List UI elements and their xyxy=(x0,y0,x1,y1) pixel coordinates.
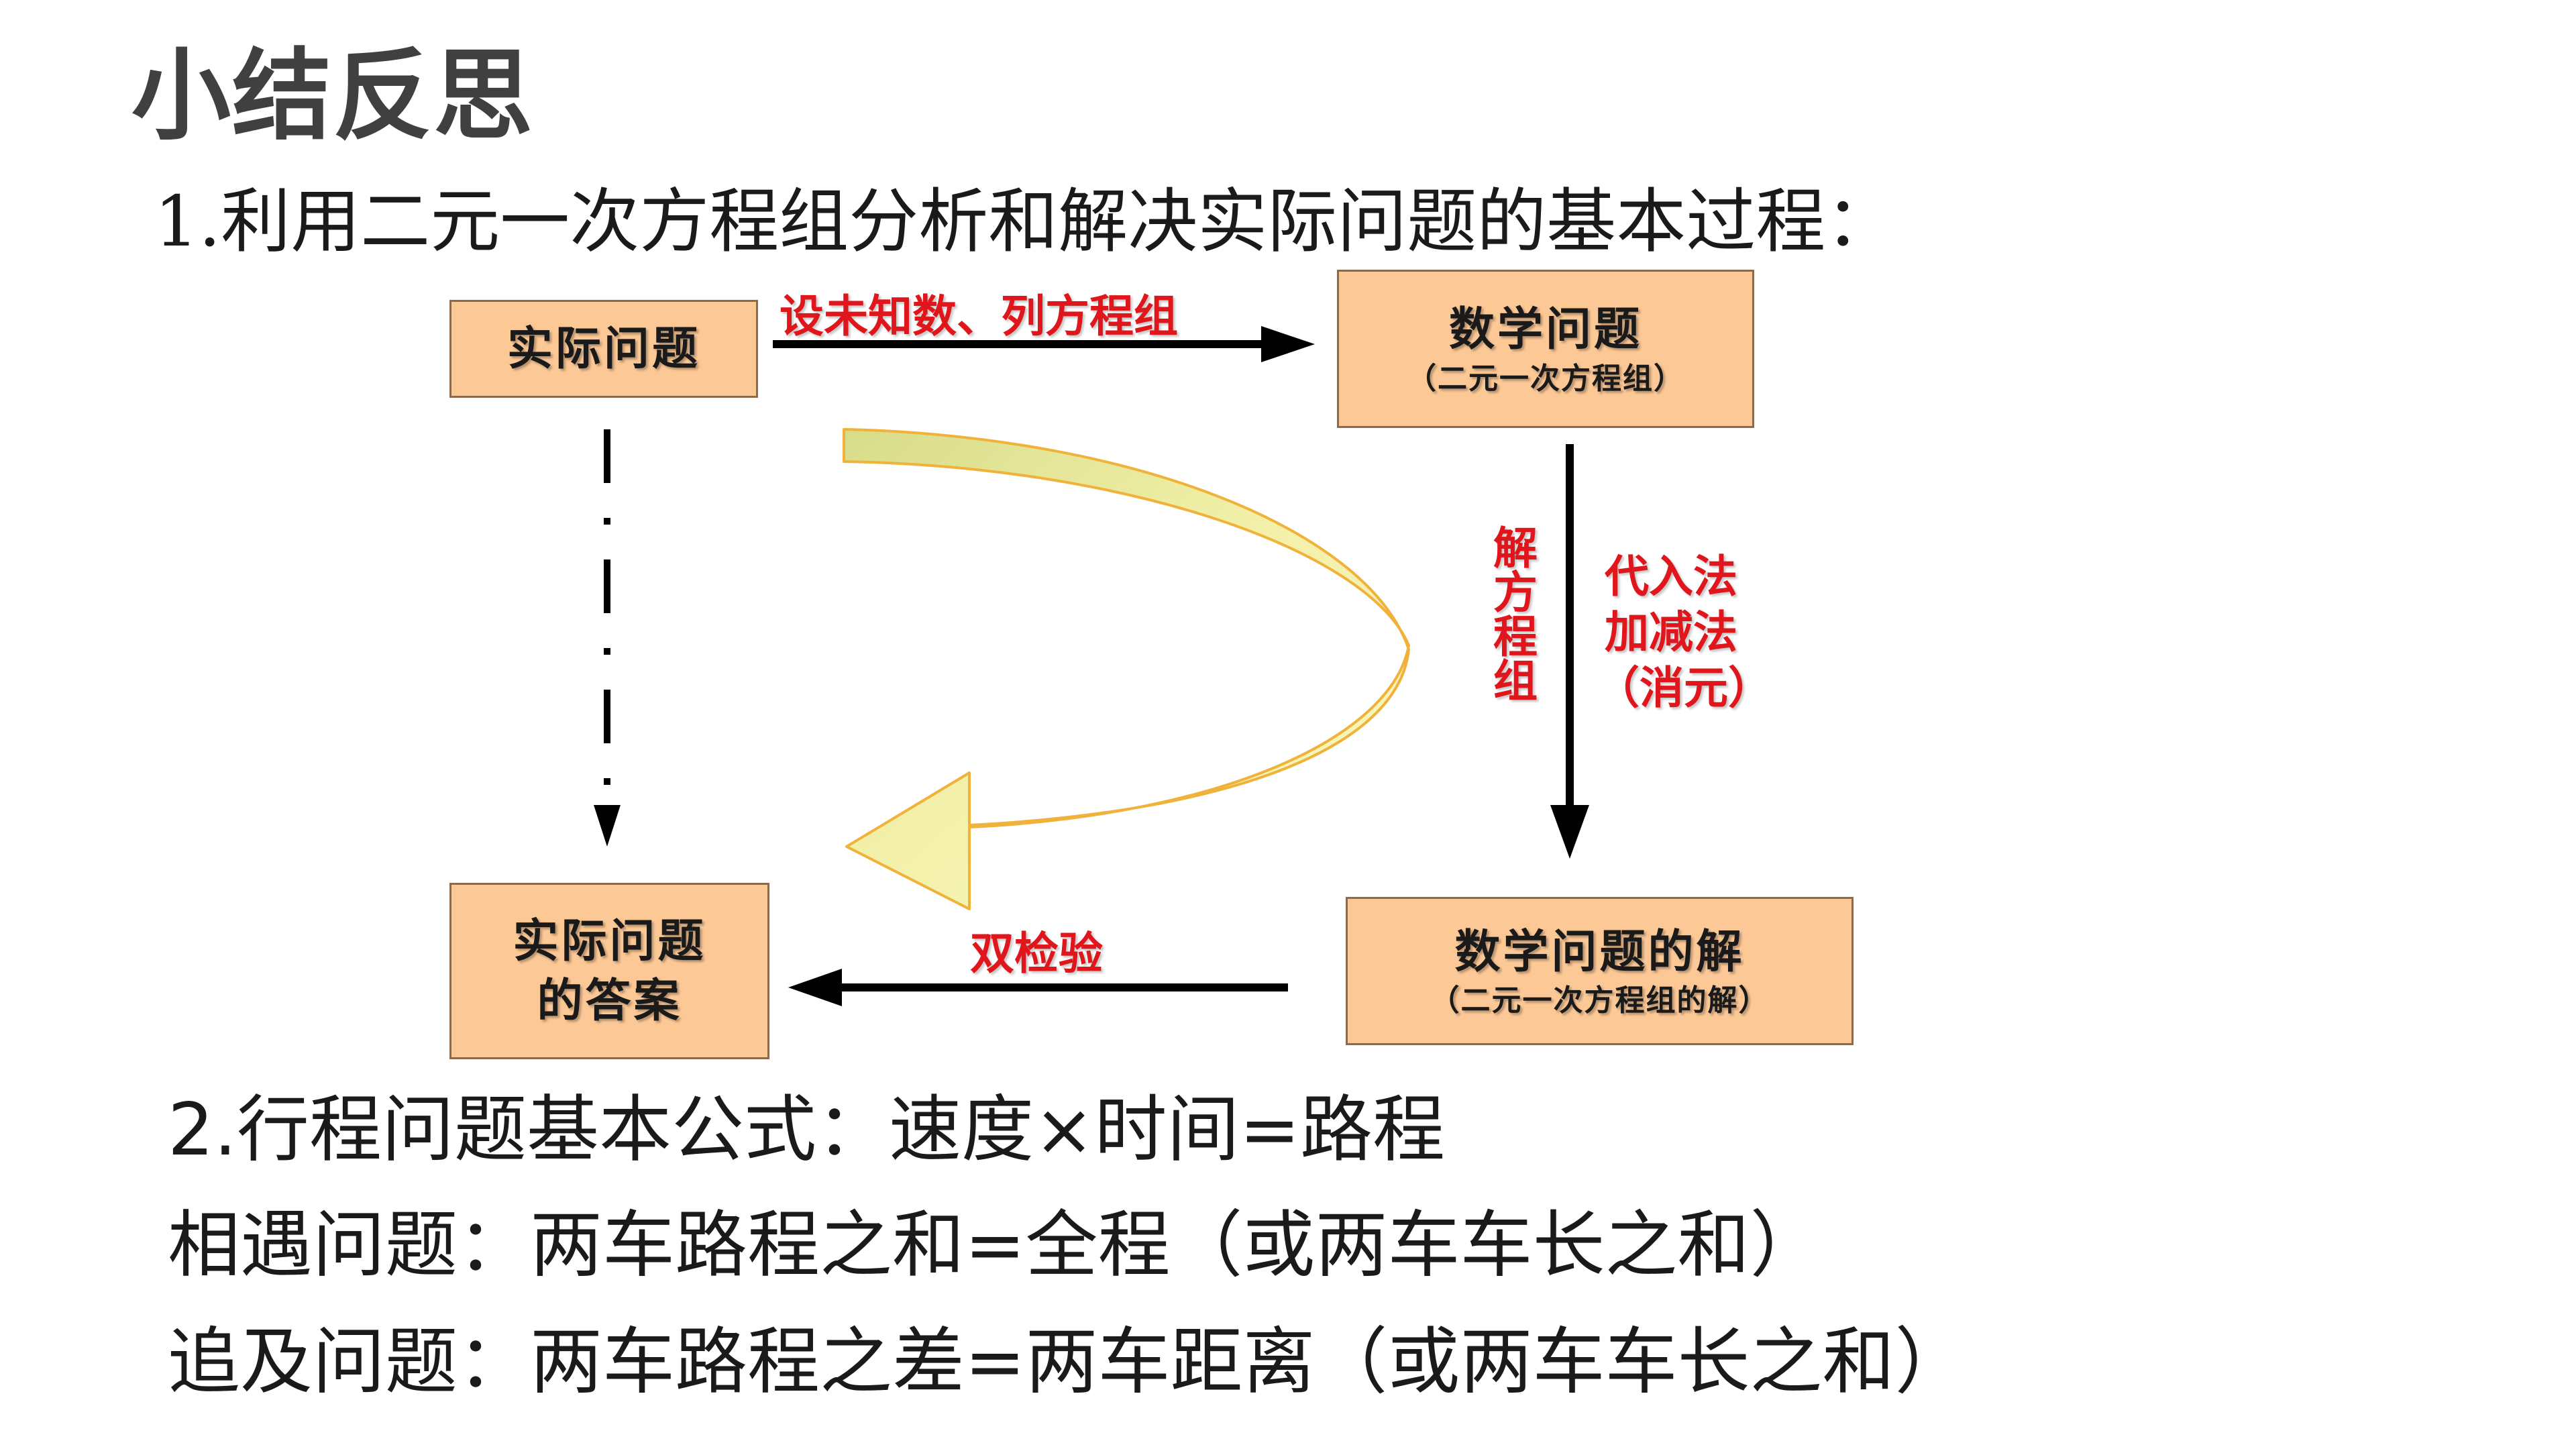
label-method-substitution: 代入法 xyxy=(1605,551,1737,602)
box-math-solution-text: 数学问题的解 xyxy=(1454,924,1745,979)
box-math-problem-subtext: （二元一次方程组） xyxy=(1407,361,1684,396)
box-real-answer-line1: 实际问题 xyxy=(513,914,706,969)
box-math-solution: 数学问题的解 （二元一次方程组的解） xyxy=(1346,897,1854,1045)
formula-meeting-problem: 相遇问题：两车路程之和=全程（或两车车长之和） xyxy=(168,1203,1823,1287)
label-solve-system: 解方程组 xyxy=(1486,525,1538,702)
box-math-problem: 数学问题 （二元一次方程组） xyxy=(1337,270,1754,428)
page-title: 小结反思 xyxy=(131,38,534,154)
arrow-real-to-answer-dashdot xyxy=(594,429,621,847)
arrow-solve-down xyxy=(1550,444,1589,859)
label-double-check: 双检验 xyxy=(970,928,1103,979)
label-method-elimination: 加减法 xyxy=(1605,606,1737,658)
formula-catchup-problem: 追及问题：两车路程之差=两车距离（或两车车长之和） xyxy=(168,1320,1968,1404)
box-math-problem-text: 数学问题 xyxy=(1448,303,1642,357)
formula-travel-basic: 2.行程问题基本公式：速度×时间=路程 xyxy=(168,1088,1446,1172)
box-real-answer: 实际问题 的答案 xyxy=(449,883,769,1059)
point-1-text: 利用二元一次方程组分析和解决实际问题的基本过程： xyxy=(221,180,1896,262)
box-math-solution-subtext: （二元一次方程组的解） xyxy=(1430,983,1770,1018)
box-real-problem-text: 实际问题 xyxy=(506,321,700,376)
label-set-unknowns: 设未知数、列方程组 xyxy=(780,290,1178,342)
label-method-note: （消元） xyxy=(1595,662,1772,714)
box-real-problem: 实际问题 xyxy=(449,300,758,398)
point-1-heading: 1.利用二元一次方程组分析和解决实际问题的基本过程： xyxy=(154,180,1895,264)
point-1-number: 1. xyxy=(154,180,221,262)
box-real-answer-line2: 的答案 xyxy=(537,973,682,1028)
curved-return-arrow xyxy=(843,428,1410,910)
